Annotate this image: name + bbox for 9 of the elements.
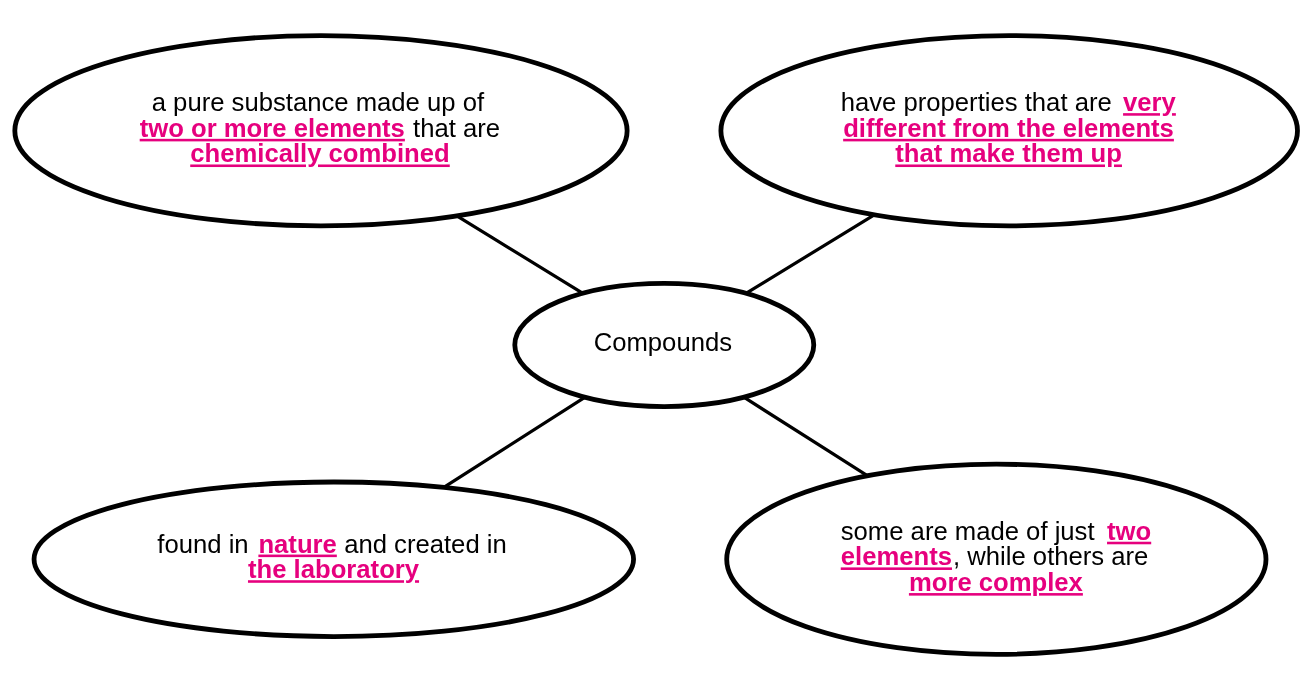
connector [456, 214, 584, 295]
node-ellipse: found in nature and created in the laboratory [31, 479, 636, 639]
node-ellipse: have properties that are very different from the elements that make them up [718, 33, 1300, 229]
connector [745, 213, 875, 295]
node-ellipse: Compounds [512, 281, 817, 409]
connector [742, 395, 868, 477]
node-ellipse: a pure substance made up of two or more elements that are chemically combined [12, 33, 630, 229]
node-ellipse: some are made of just two elements, while others are more complex [724, 461, 1269, 657]
connector [443, 395, 586, 489]
